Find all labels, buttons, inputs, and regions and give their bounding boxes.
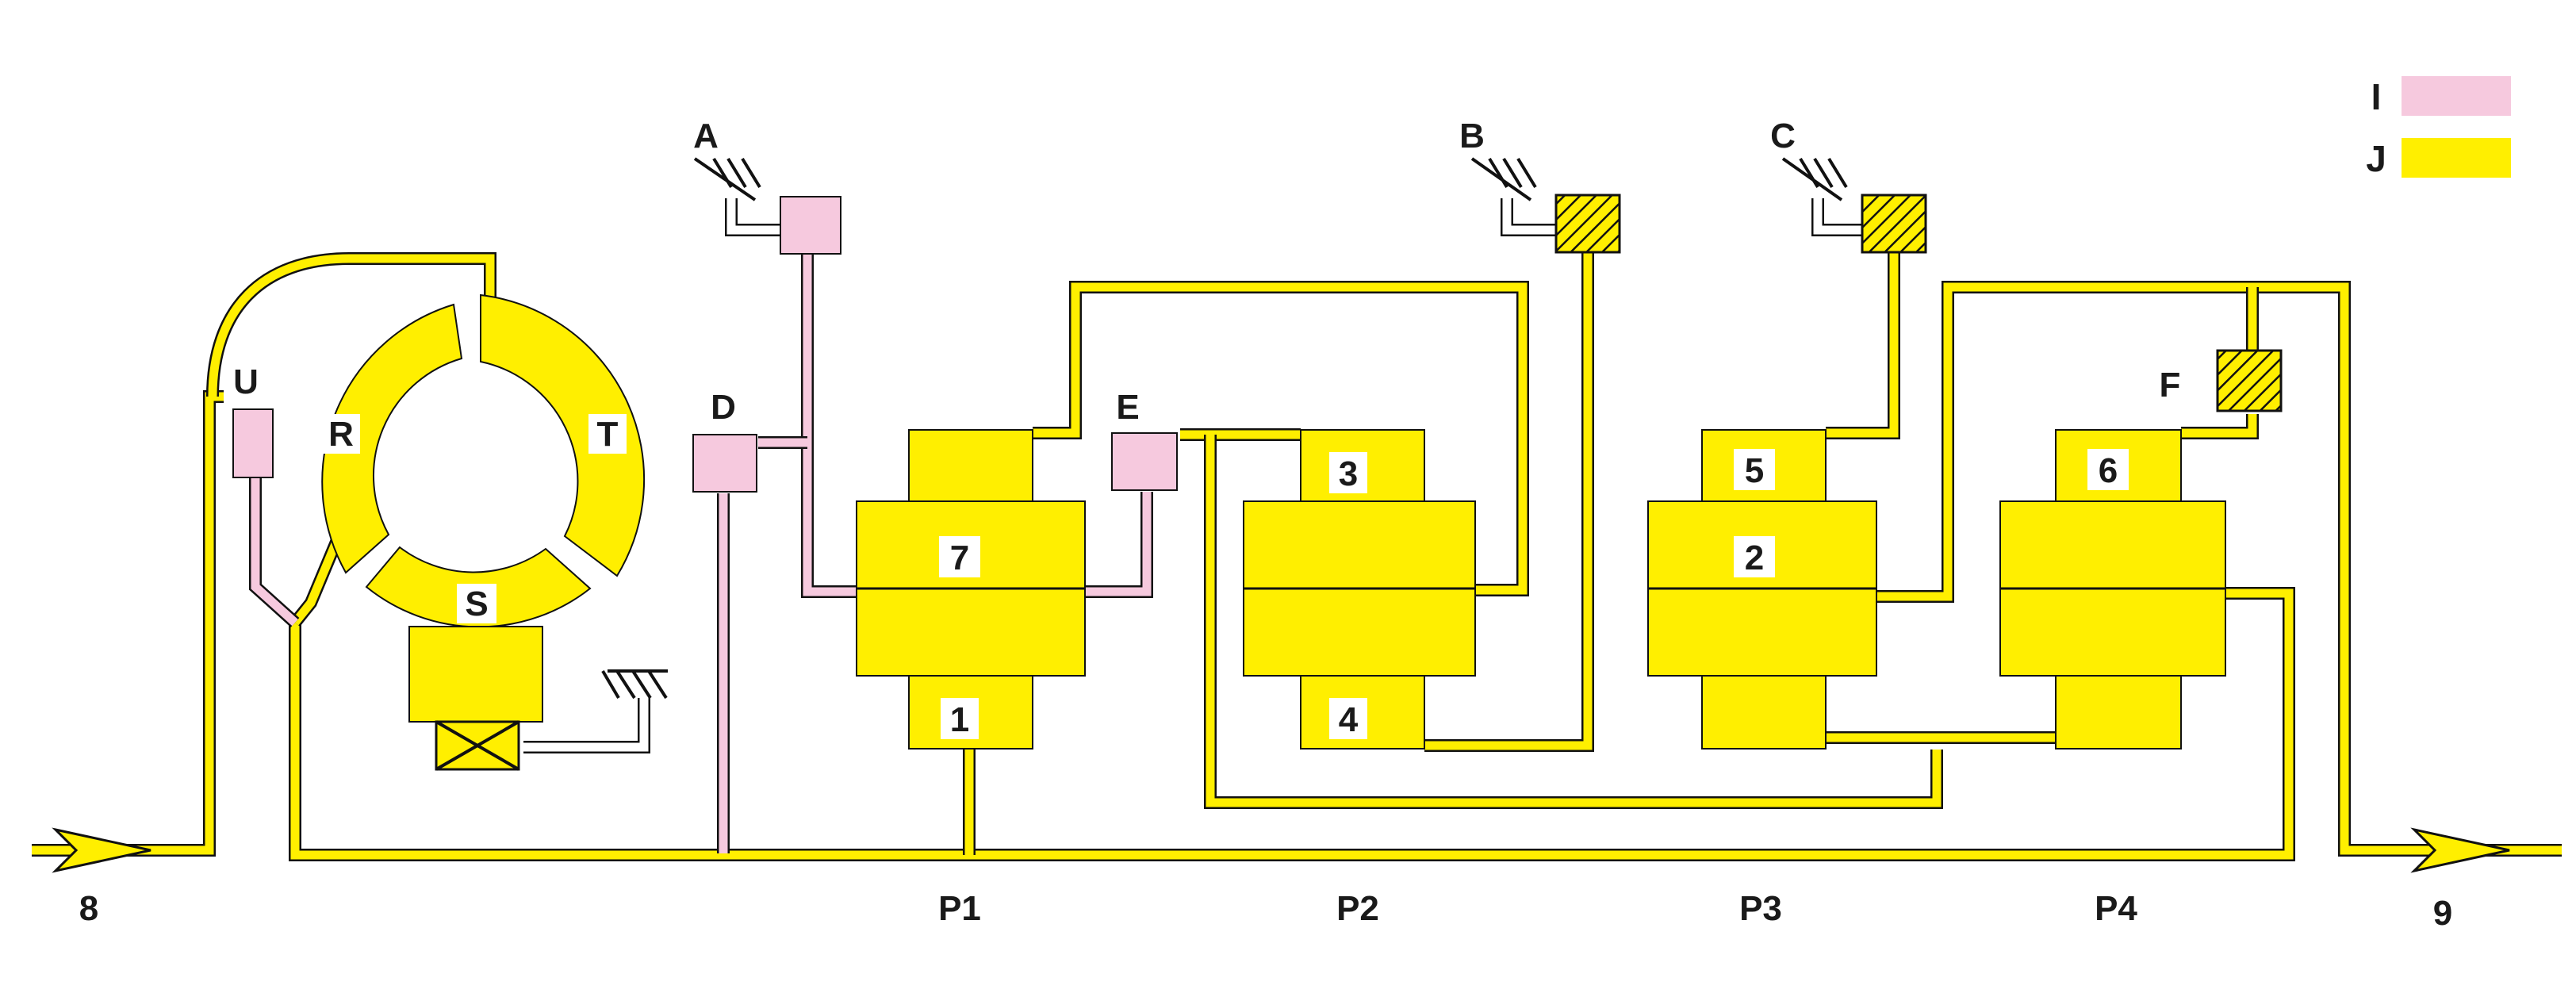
- valve-label-D: D: [711, 388, 736, 427]
- pump-assembly: [321, 293, 646, 771]
- ground-symbol-pump: [601, 669, 668, 700]
- piston-P4: [1999, 429, 2226, 750]
- valve-A: [780, 196, 841, 255]
- chamber-label-5: 5: [1745, 451, 1764, 490]
- piston-P3: [1647, 429, 1877, 750]
- piston-label-P1: P1: [938, 889, 981, 928]
- chamber-label-1: 1: [950, 700, 969, 739]
- valve-label-B: B: [1459, 117, 1485, 155]
- valve-D: [692, 434, 757, 493]
- chamber-label-6: 6: [2099, 451, 2118, 490]
- port-label-inlet: 8: [79, 889, 98, 928]
- pump-segment-T: [480, 293, 646, 577]
- valve-label-C: C: [1770, 117, 1796, 155]
- valve-E: [1111, 432, 1178, 491]
- chamber-label-7: 7: [950, 539, 969, 577]
- piston-label-P3: P3: [1739, 889, 1782, 928]
- pump-label-S: S: [465, 585, 488, 623]
- pump-label-R: R: [328, 415, 354, 454]
- piston-P1: [856, 429, 1086, 750]
- legend-label-I: I: [2371, 76, 2382, 117]
- yellow-pipe-network: [32, 238, 2562, 861]
- pump-label-T: T: [597, 415, 619, 454]
- legend: I J: [2366, 76, 2511, 179]
- chamber-label-4: 4: [1339, 700, 1359, 739]
- pump-segment-R: [321, 303, 463, 574]
- label-chips: [322, 414, 2129, 739]
- legend-swatch-I: [2402, 76, 2511, 116]
- ground-symbol-C: [1781, 157, 1848, 201]
- valve-U: [232, 408, 274, 478]
- legend-label-J: J: [2366, 138, 2386, 179]
- ground-symbol-B: [1470, 157, 1537, 201]
- outlet-arrow: [2410, 827, 2510, 873]
- piston-label-P4: P4: [2095, 889, 2137, 928]
- drain-pipes: [523, 198, 1864, 753]
- valve-label-A: A: [693, 117, 719, 155]
- piston-label-P2: P2: [1336, 889, 1379, 928]
- valve-F: [2216, 349, 2283, 412]
- chamber-label-3: 3: [1339, 454, 1358, 493]
- valve-label-E: E: [1116, 388, 1139, 427]
- ground-symbol-A: [693, 157, 761, 201]
- port-label-outlet: 9: [2433, 894, 2452, 933]
- valve-B: [1554, 194, 1621, 254]
- valve-label-U: U: [233, 362, 259, 401]
- chamber-label-2: 2: [1745, 539, 1764, 577]
- valve-label-F: F: [2160, 366, 2181, 404]
- pump-body: [408, 626, 543, 723]
- legend-swatch-J: [2402, 138, 2511, 178]
- inlet-arrow: [52, 827, 151, 873]
- valve-C: [1861, 194, 1927, 254]
